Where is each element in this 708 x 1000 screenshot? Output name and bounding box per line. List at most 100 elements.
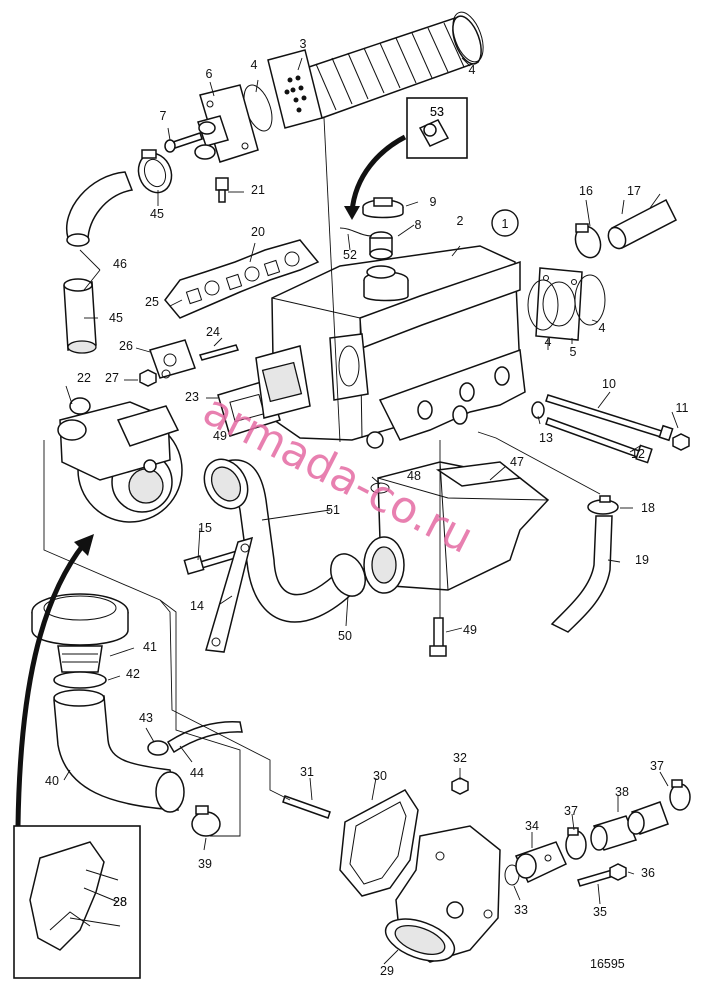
part-number-label: 6: [206, 67, 213, 81]
part-number-label: 29: [380, 964, 394, 978]
note-circle: [491, 209, 519, 237]
part-number-label: 47: [510, 455, 524, 469]
hose-clamp: [137, 149, 173, 194]
support-bracket: [205, 536, 254, 653]
drain-hose: [550, 515, 613, 633]
stud: [282, 795, 331, 819]
exhaust-mixing-elbow: [363, 461, 550, 594]
part-number-label: 39: [198, 857, 212, 871]
part-number-label: 52: [343, 248, 357, 262]
part-number-label: 2: [457, 214, 464, 228]
part-number-label: 4: [545, 335, 552, 349]
washer: [531, 401, 545, 419]
hose-clamp: [565, 827, 587, 860]
exhaust-manifold-gasket: [164, 239, 320, 319]
level-sensor-wire: [339, 227, 373, 237]
outlet-flange: [535, 267, 583, 341]
heat-exchanger-tube-bundle: [267, 15, 482, 129]
part-number-label: 53: [430, 105, 444, 119]
part-number-label: 31: [300, 765, 314, 779]
part-number-label: 25: [145, 295, 159, 309]
rubber-hose-straight: [63, 278, 97, 354]
crankcase-vent-hose: [166, 720, 243, 754]
part-number-label: 27: [105, 371, 119, 385]
intake-hose: [53, 689, 185, 813]
heat-exchanger-housing: [271, 245, 526, 449]
part-number-label: 49: [463, 623, 477, 637]
bolt: [429, 617, 447, 657]
part-number-label: 42: [126, 667, 140, 681]
hose-clamp: [191, 805, 221, 837]
part-number-label: 14: [190, 599, 204, 613]
part-number-label: 43: [139, 711, 153, 725]
o-ring: [527, 279, 559, 331]
part-number-label: 40: [45, 774, 59, 788]
part-number-label: 38: [615, 785, 629, 799]
air-filter: [31, 593, 129, 673]
part-number-label: 8: [415, 218, 422, 232]
direction-arrow: [15, 542, 86, 827]
part-number-label: 50: [338, 629, 352, 643]
diagram-id: 16595: [590, 957, 625, 971]
part-number-label: 11: [676, 401, 689, 415]
inset-box-28: [13, 825, 141, 979]
part-number-label: 24: [206, 325, 220, 339]
nut: [139, 369, 171, 387]
hose-clamp: [574, 223, 602, 259]
inset-box-label: 28: [113, 895, 127, 909]
part-number-label: 41: [143, 640, 157, 654]
nut: [609, 863, 627, 881]
callout-box-53: [344, 97, 468, 220]
part-number-label: 48: [407, 469, 421, 483]
part-number-label: 3: [300, 37, 307, 51]
o-ring: [574, 274, 606, 326]
part-number-label: 45: [150, 207, 164, 221]
temperature-sender: [215, 177, 229, 203]
part-number-label: 16: [579, 184, 593, 198]
part-number-label: 19: [635, 553, 649, 567]
part-number-label: 20: [251, 225, 265, 239]
part-number-label: 37: [564, 804, 578, 818]
elbow-housing: [194, 84, 259, 163]
part-number-label: 17: [627, 184, 641, 198]
hose-clamp: [53, 671, 107, 689]
nut: [672, 433, 690, 451]
part-number-label: 51: [326, 503, 340, 517]
part-number-label: 44: [190, 766, 204, 780]
nut: [451, 777, 469, 795]
callout-box-label: 53: [430, 105, 444, 119]
leader-lines: [43, 57, 679, 965]
part-number-label: 37: [650, 759, 664, 773]
part-number-label: 15: [198, 521, 212, 535]
part-number-label: 21: [251, 183, 265, 197]
coolant-hose: [607, 198, 678, 250]
part-number-label: 4: [251, 58, 258, 72]
pump-gasket: [339, 789, 419, 897]
part-number-label: 4: [599, 321, 606, 335]
part-number-label: 28: [113, 895, 127, 909]
stud: [198, 344, 240, 361]
part-number-label: 45: [109, 311, 123, 325]
adapter-flange: [255, 345, 311, 419]
part-number-label: 5: [570, 345, 577, 359]
turbocharger: [57, 397, 183, 523]
pump-shaft-housing: [514, 841, 567, 884]
part-number-label: 33: [514, 903, 528, 917]
bolt: [164, 132, 203, 153]
part-number-label: 36: [641, 866, 655, 880]
pipe-clamp: [330, 553, 366, 597]
hose-clamp: [147, 740, 169, 756]
short-hose: [590, 815, 638, 851]
part-number-label: 46: [113, 257, 127, 271]
part-number-label: 4: [469, 63, 476, 77]
o-ring: [452, 11, 484, 63]
pipe-clamp: [203, 458, 249, 510]
part-number-label: 18: [641, 501, 655, 515]
part-number-label: 30: [373, 769, 387, 783]
part-number-label: 26: [119, 339, 133, 353]
long-bolt: [545, 394, 674, 442]
note-circle-label: 1: [502, 217, 509, 231]
part-number-label: 7: [160, 109, 167, 123]
part-number-label: 34: [525, 819, 539, 833]
